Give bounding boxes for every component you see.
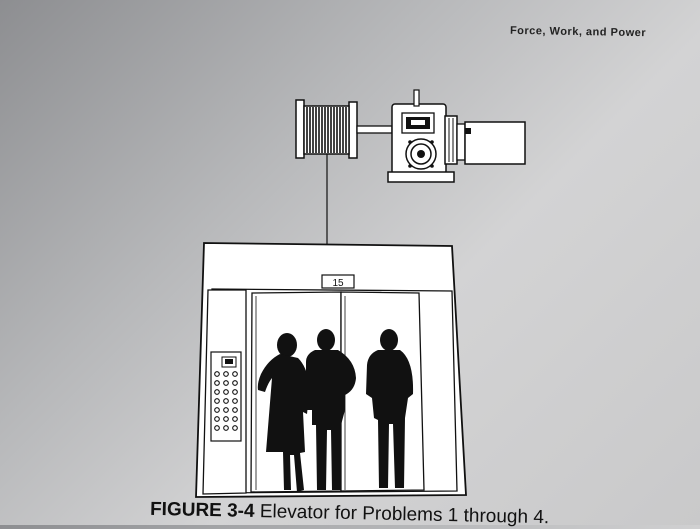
- passenger-man-right: [366, 329, 414, 488]
- floor-indicator: 15: [321, 274, 355, 289]
- button-panel: [210, 351, 242, 442]
- passenger-man-center: [306, 329, 356, 490]
- passenger-woman: [257, 333, 310, 492]
- figure-label: FIGURE 3-4: [149, 498, 255, 523]
- drive-shaft: [356, 125, 393, 134]
- winch-motor: [387, 89, 526, 183]
- floor-number: 15: [332, 278, 344, 289]
- passenger-silhouettes: [257, 329, 414, 492]
- winch-drum: [295, 99, 358, 159]
